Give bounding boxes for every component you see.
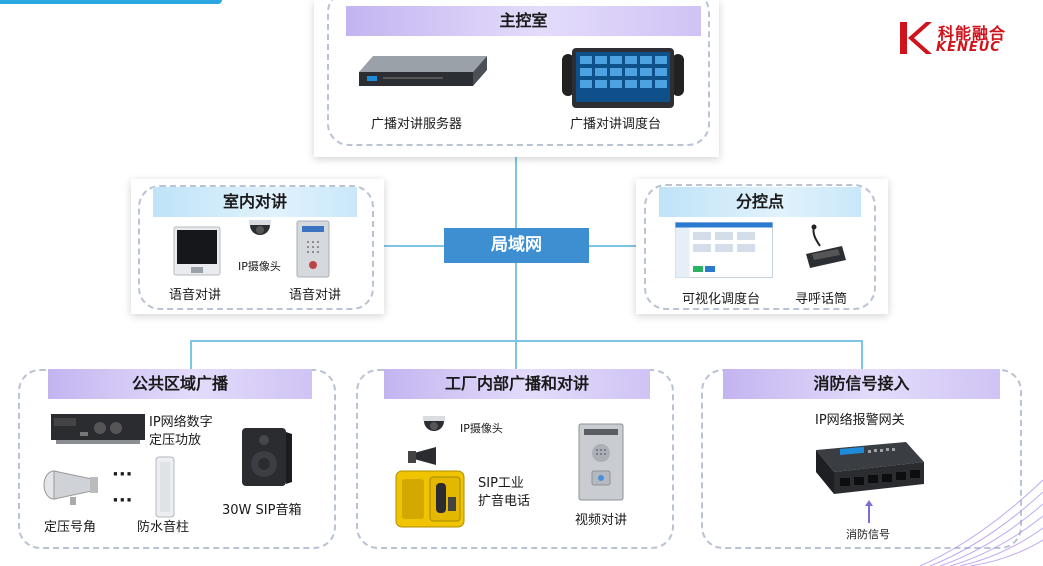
connector-drop-right [861,340,863,370]
voice-intercom-panel-image [173,226,221,276]
lan-node: 局域网 [444,228,589,263]
logo-cn-text: 科能融合 [938,24,1007,43]
main-control-title: 主控室 [346,6,701,36]
ip-camera-label-indoor: IP摄像头 [238,260,281,273]
logo-en-text: KENEUC [936,40,1001,55]
camera-icon [249,220,271,235]
sip-speaker-image [242,428,292,486]
video-intercom-image [578,423,624,501]
alarm-gateway-image [816,442,924,494]
column-speaker-image [155,456,175,518]
company-logo: 科能融合 KENEUC [898,20,1023,60]
connector-bus [190,340,863,342]
horn-speaker-label: 定压号角 [44,520,97,535]
amplifier-image [51,414,145,444]
broadcast-server-label: 广播对讲服务器 [371,117,463,132]
horn-speaker-image [43,470,98,505]
paging-microphone-image [806,224,846,268]
fire-signal-title: 消防信号接入 [723,369,1000,399]
fire-signal-label: 消防信号 [846,528,890,541]
paging-microphone-label: 寻呼话筒 [795,292,848,307]
connector-main-vertical [515,157,517,370]
industrial-phone-label-line-1: SIP工业 [478,476,524,491]
visual-dispatch-label: 可视化调度台 [682,292,761,307]
voice-intercom-label-1: 语音对讲 [169,288,222,303]
dispatch-console-image [562,48,684,108]
broadcast-server-image [359,56,487,86]
voice-intercom-label-2: 语音对讲 [289,288,342,303]
industrial-phone-label-line-2: 扩音电话 [478,494,531,509]
dispatch-console-label: 广播对讲调度台 [570,117,662,132]
industrial-phone-image [395,447,465,528]
connector-drop-left [190,340,192,370]
logo-mark-icon [900,22,932,54]
top-accent-bar [0,0,222,4]
indoor-intercom-title: 室内对讲 [153,187,357,217]
public-broadcast-title: 公共区域广播 [48,369,312,399]
ip-camera-label-factory: IP摄像头 [460,422,503,435]
arrow-up-icon [865,500,873,523]
sub-control-title: 分控点 [659,187,861,217]
column-speaker-label: 防水音柱 [137,520,190,535]
ellipsis-dots-2: ··· [112,490,133,511]
connector-right-horizontal [589,245,636,247]
camera-icon-factory [423,416,445,431]
amplifier-label-line-2: 定压功放 [149,433,202,448]
video-intercom-label: 视频对讲 [575,513,628,528]
voice-intercom-pillar-image [296,220,330,278]
alarm-gateway-label: IP网络报警网关 [815,413,905,428]
amplifier-label: IP网络数字 定压功放 [149,414,213,450]
connector-left-horizontal [384,245,444,247]
industrial-phone-label: SIP工业 扩音电话 [478,475,530,511]
visual-dispatch-screen-image [675,222,773,278]
factory-title: 工厂内部广播和对讲 [384,369,650,399]
sip-speaker-label: 30W SIP音箱 [222,503,302,518]
amplifier-label-line-1: IP网络数字 [149,415,213,430]
decorative-wave-graphic [920,479,1043,566]
ellipsis-dots-1: ··· [112,464,133,485]
